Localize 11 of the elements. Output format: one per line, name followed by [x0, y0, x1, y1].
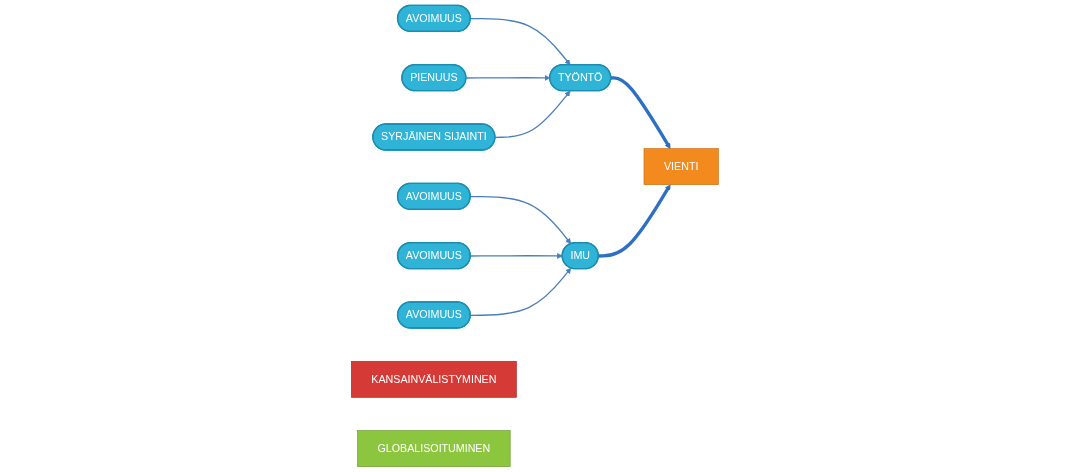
arrow	[465, 74, 550, 81]
arrow	[469, 17, 571, 66]
node-box: KANSAINVÄLISTYMINEN	[350, 361, 517, 398]
arrow	[610, 76, 671, 149]
node-box: GLOBALISOITUMINEN	[356, 430, 511, 467]
node-box: VIENTI	[643, 148, 719, 185]
arrow	[598, 184, 671, 258]
arrow	[469, 195, 571, 245]
arrow	[469, 267, 571, 316]
arrow	[469, 253, 563, 259]
arrow	[494, 90, 571, 138]
